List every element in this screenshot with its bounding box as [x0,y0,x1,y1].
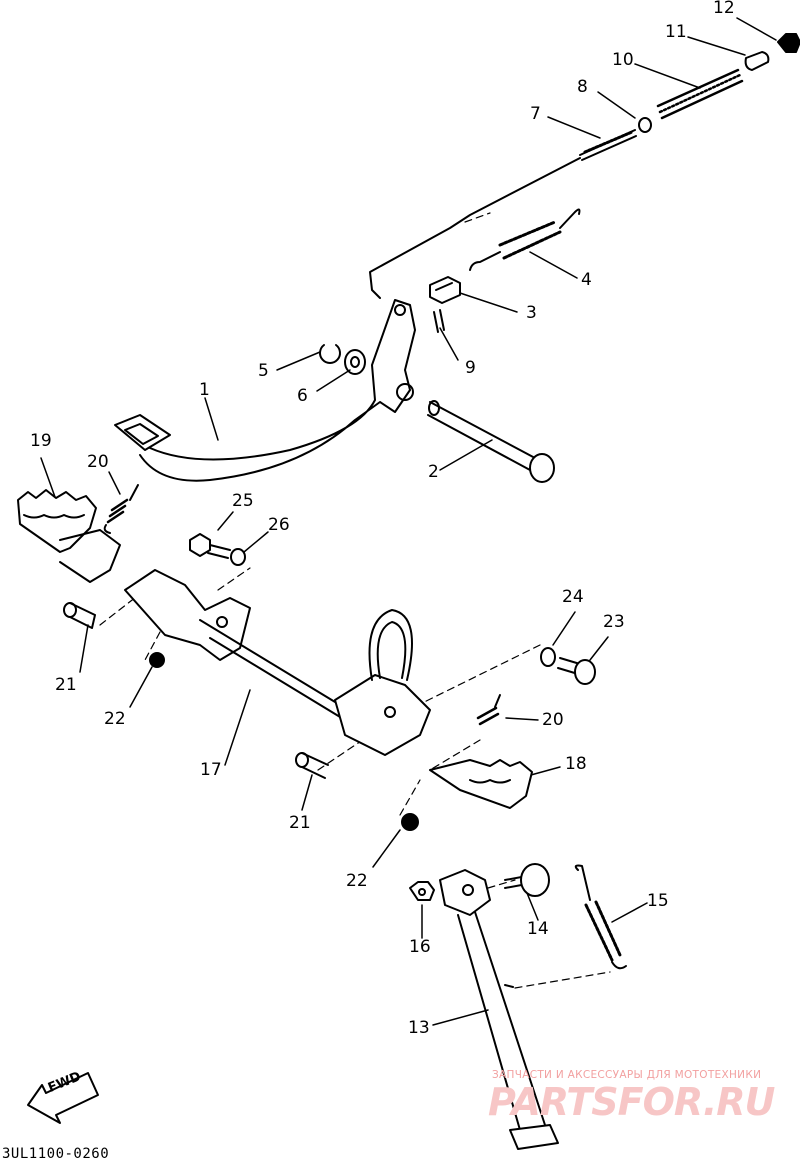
callout-2: 2 [428,462,439,482]
footrest-bracket-part-17 [124,569,431,756]
callout-23: 23 [603,612,625,632]
washer-part-24 [540,647,556,667]
clip-part-22-left [149,652,165,668]
circlip-part-5 [319,344,341,364]
adjuster-part-11 [744,51,770,71]
watermark-brand: PARTSFOR.RU [488,1080,775,1124]
callout-15: 15 [647,891,669,911]
callout-14: 14 [527,919,549,939]
washer-part-8 [638,117,652,133]
callout-13: 13 [408,1018,430,1038]
clip-part-22-center [401,813,419,831]
washer-part-26 [230,548,246,566]
callout-7: 7 [530,104,541,124]
clevis-part-3 [429,276,461,304]
callout-3: 3 [526,303,537,323]
cotter-pin-part-9 [433,309,445,333]
brake-pedal-part-1 [114,299,416,482]
spring-part-20-right [476,694,501,726]
spring-part-10 [656,68,744,120]
washer-part-6 [344,349,366,375]
callout-6: 6 [297,386,308,406]
callout-21-center: 21 [289,813,311,833]
callout-18: 18 [565,754,587,774]
callout-22-left: 22 [104,709,126,729]
callout-9: 9 [465,358,476,378]
callout-16: 16 [409,937,431,957]
sidestand-part-13 [439,869,559,1150]
callout-5: 5 [258,361,269,381]
callout-8: 8 [577,77,588,97]
callout-12: 12 [713,0,735,18]
callout-22-center: 22 [346,871,368,891]
callout-17: 17 [200,760,222,780]
leader-lines [40,17,777,1026]
pivot-shaft-part-2 [427,400,555,483]
callout-19: 19 [30,431,52,451]
callout-11: 11 [665,22,687,42]
callout-25: 25 [232,491,254,511]
pin-part-21-left [63,602,96,629]
spring-part-15 [574,864,627,970]
brake-rod-part-7 [369,129,637,299]
bolt-part-25 [189,533,231,559]
nut-part-16 [409,881,435,901]
footrest-part-18 [429,759,533,809]
bolt-part-23 [557,657,596,685]
nut-part-12 [777,33,800,53]
callout-4: 4 [581,270,592,290]
spring-part-20-left [103,484,139,534]
callout-20-right: 20 [542,710,564,730]
bolt-part-14 [504,863,550,897]
callout-20-left: 20 [87,452,109,472]
pin-part-21-center [295,752,329,779]
callout-10: 10 [612,50,634,70]
fwd-arrow-icon [27,1072,99,1124]
callout-26: 26 [268,515,290,535]
part-code: 3UL1100-0260 [2,1146,110,1162]
callout-21-left: 21 [55,675,77,695]
return-spring-part-4 [469,208,581,271]
watermark-tagline: ЗАПЧАСТИ И АКСЕССУАРЫ ДЛЯ МОТОТЕХНИКИ [492,1069,762,1081]
callout-1: 1 [199,380,210,400]
footrest-part-19 [17,489,121,583]
callout-24: 24 [562,587,584,607]
